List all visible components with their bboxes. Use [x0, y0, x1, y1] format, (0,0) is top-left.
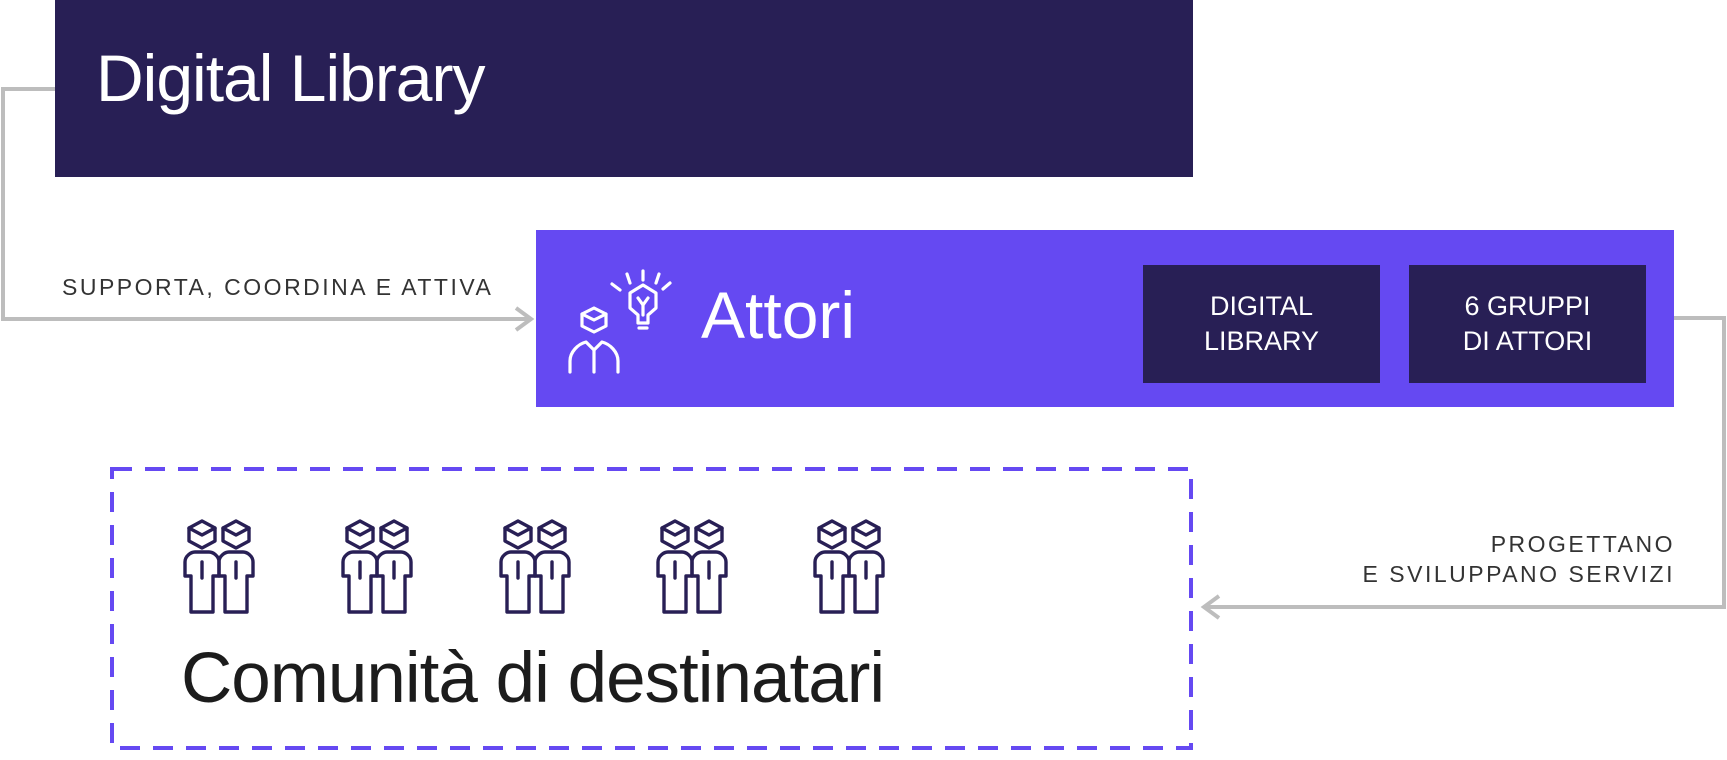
two-people-icon: [656, 519, 728, 614]
two-people-icon: [499, 519, 571, 614]
two-people-icon: [341, 519, 413, 614]
tag-actor-groups: 6 GRUPPI DI ATTORI: [1409, 265, 1646, 383]
community-box: [110, 467, 1193, 750]
two-people-icon: [183, 519, 255, 614]
tag-digital-library-line2: LIBRARY: [1203, 326, 1320, 356]
edge-label-supports: SUPPORTA, COORDINA E ATTIVA: [62, 274, 494, 300]
arrowhead-supports: [514, 306, 535, 332]
tag-digital-library: DIGITAL LIBRARY: [1143, 265, 1380, 383]
tag-digital-library-line1: DIGITAL: [1209, 291, 1314, 321]
edge-label-develops-line1: PROGETTANO: [1490, 531, 1675, 557]
edge-label-develops: PROGETTANO E SVILUPPANO SERVIZI: [1363, 529, 1675, 589]
edge-label-develops-line2: E SVILUPPANO SERVIZI: [1362, 561, 1675, 587]
tag-actor-groups-line1: 6 GRUPPI: [1464, 291, 1591, 321]
actors-title: Attori: [701, 278, 856, 352]
two-people-icon: [813, 519, 885, 614]
person-with-lightbulb-icon: [568, 269, 672, 374]
community-title: Comunità di destinatari: [181, 639, 885, 718]
digital-library-box: [55, 0, 1193, 177]
arrowhead-develops: [1200, 594, 1221, 620]
digital-library-title: Digital Library: [96, 41, 485, 115]
tag-actor-groups-line2: DI ATTORI: [1462, 326, 1593, 356]
